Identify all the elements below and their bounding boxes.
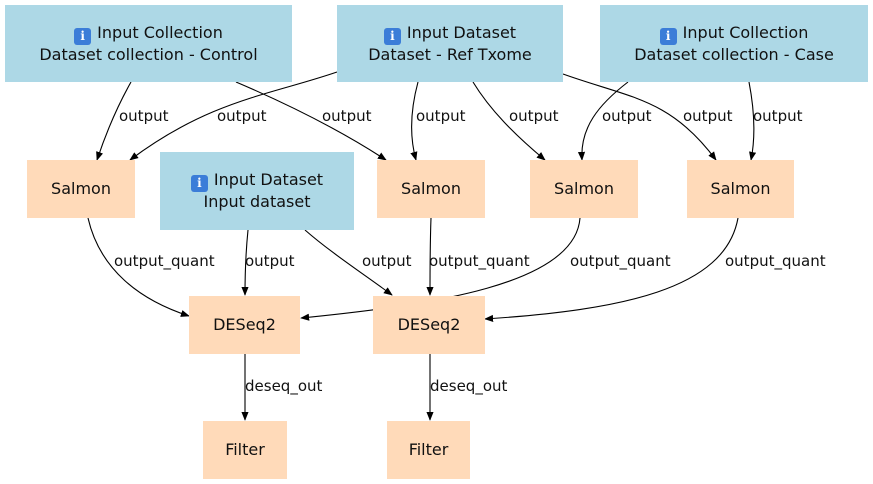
edge-case-to-salmon3 <box>577 81 629 161</box>
node-subtitle: Dataset - Ref Txome <box>368 44 532 64</box>
edge-case-to-salmon4 <box>748 81 757 161</box>
edge-data-to-deseq2 <box>304 229 393 296</box>
node-subtitle: Dataset collection - Control <box>39 44 258 64</box>
salmon-node[interactable]: Salmon <box>687 160 794 218</box>
edge-ref-to-salmon1 <box>129 71 338 161</box>
edge-label: deseq_out <box>430 377 507 396</box>
edge-salmon1-to-deseq1 <box>87 217 190 317</box>
node-title: Input Dataset <box>406 22 517 42</box>
node-subtitle: Dataset collection - Case <box>634 44 834 64</box>
input-collection-control[interactable]: i Input Collection Dataset collection - C… <box>5 5 292 82</box>
input-collection-case[interactable]: i Input Collection Dataset collection - C… <box>600 5 868 82</box>
deseq2-node[interactable]: DESeq2 <box>189 296 300 354</box>
edge-control-to-salmon1 <box>96 81 132 161</box>
node-title: Input Dataset <box>213 170 324 189</box>
edge-label: output <box>322 107 372 125</box>
input-dataset-ref-txome[interactable]: i Input Dataset Dataset - Ref Txome <box>337 5 563 82</box>
info-icon: i <box>190 175 208 192</box>
edge-label: output_quant <box>114 252 215 271</box>
input-dataset[interactable]: i Input Dataset Input dataset <box>160 152 354 230</box>
info-icon: i <box>383 27 401 45</box>
edge-label: output <box>753 107 803 125</box>
info-icon: i <box>659 27 677 45</box>
deseq2-node[interactable]: DESeq2 <box>373 296 485 354</box>
edge-label: output <box>416 107 466 125</box>
edge-label: output_quant <box>570 252 671 271</box>
edge-ref-to-salmon3 <box>472 81 546 161</box>
edge-label: output <box>602 107 652 125</box>
node-label: Salmon <box>554 179 614 198</box>
node-subtitle: Input dataset <box>203 192 311 211</box>
node-label: DESeq2 <box>213 315 276 334</box>
edge-ref-to-salmon4 <box>562 73 717 161</box>
node-label: Salmon <box>401 179 461 198</box>
salmon-node[interactable]: Salmon <box>27 160 135 218</box>
edge-control-to-salmon2 <box>235 81 387 161</box>
salmon-node[interactable]: Salmon <box>530 160 638 218</box>
node-label: Filter <box>225 440 265 459</box>
filter-node[interactable]: Filter <box>203 421 287 479</box>
node-title: Input Collection <box>97 22 223 42</box>
edge-salmon4-to-deseq2 <box>484 217 739 323</box>
edge-label: output <box>683 107 733 125</box>
salmon-node[interactable]: Salmon <box>377 160 485 218</box>
edge-salmon3-to-deseq1 <box>300 217 581 321</box>
node-title: Input Collection <box>682 22 809 42</box>
edge-label: output <box>509 107 559 125</box>
node-label: Salmon <box>51 179 111 198</box>
node-label: Filter <box>408 440 449 459</box>
node-label: DESeq2 <box>397 315 461 334</box>
edge-label: output <box>119 107 169 125</box>
node-label: Salmon <box>710 179 771 198</box>
edge-label: output <box>245 252 295 270</box>
edge-data-to-deseq1 <box>241 229 249 296</box>
edge-label: output <box>362 252 412 270</box>
edge-label: output <box>217 107 267 125</box>
info-icon: i <box>74 27 92 45</box>
edge-label: deseq_out <box>245 377 322 396</box>
filter-node[interactable]: Filter <box>387 421 470 479</box>
edge-salmon2-to-deseq2 <box>426 217 434 296</box>
edge-label: output_quant <box>725 252 826 271</box>
edge-label: output_quant <box>429 252 530 271</box>
edge-ref-to-salmon2 <box>410 81 419 161</box>
